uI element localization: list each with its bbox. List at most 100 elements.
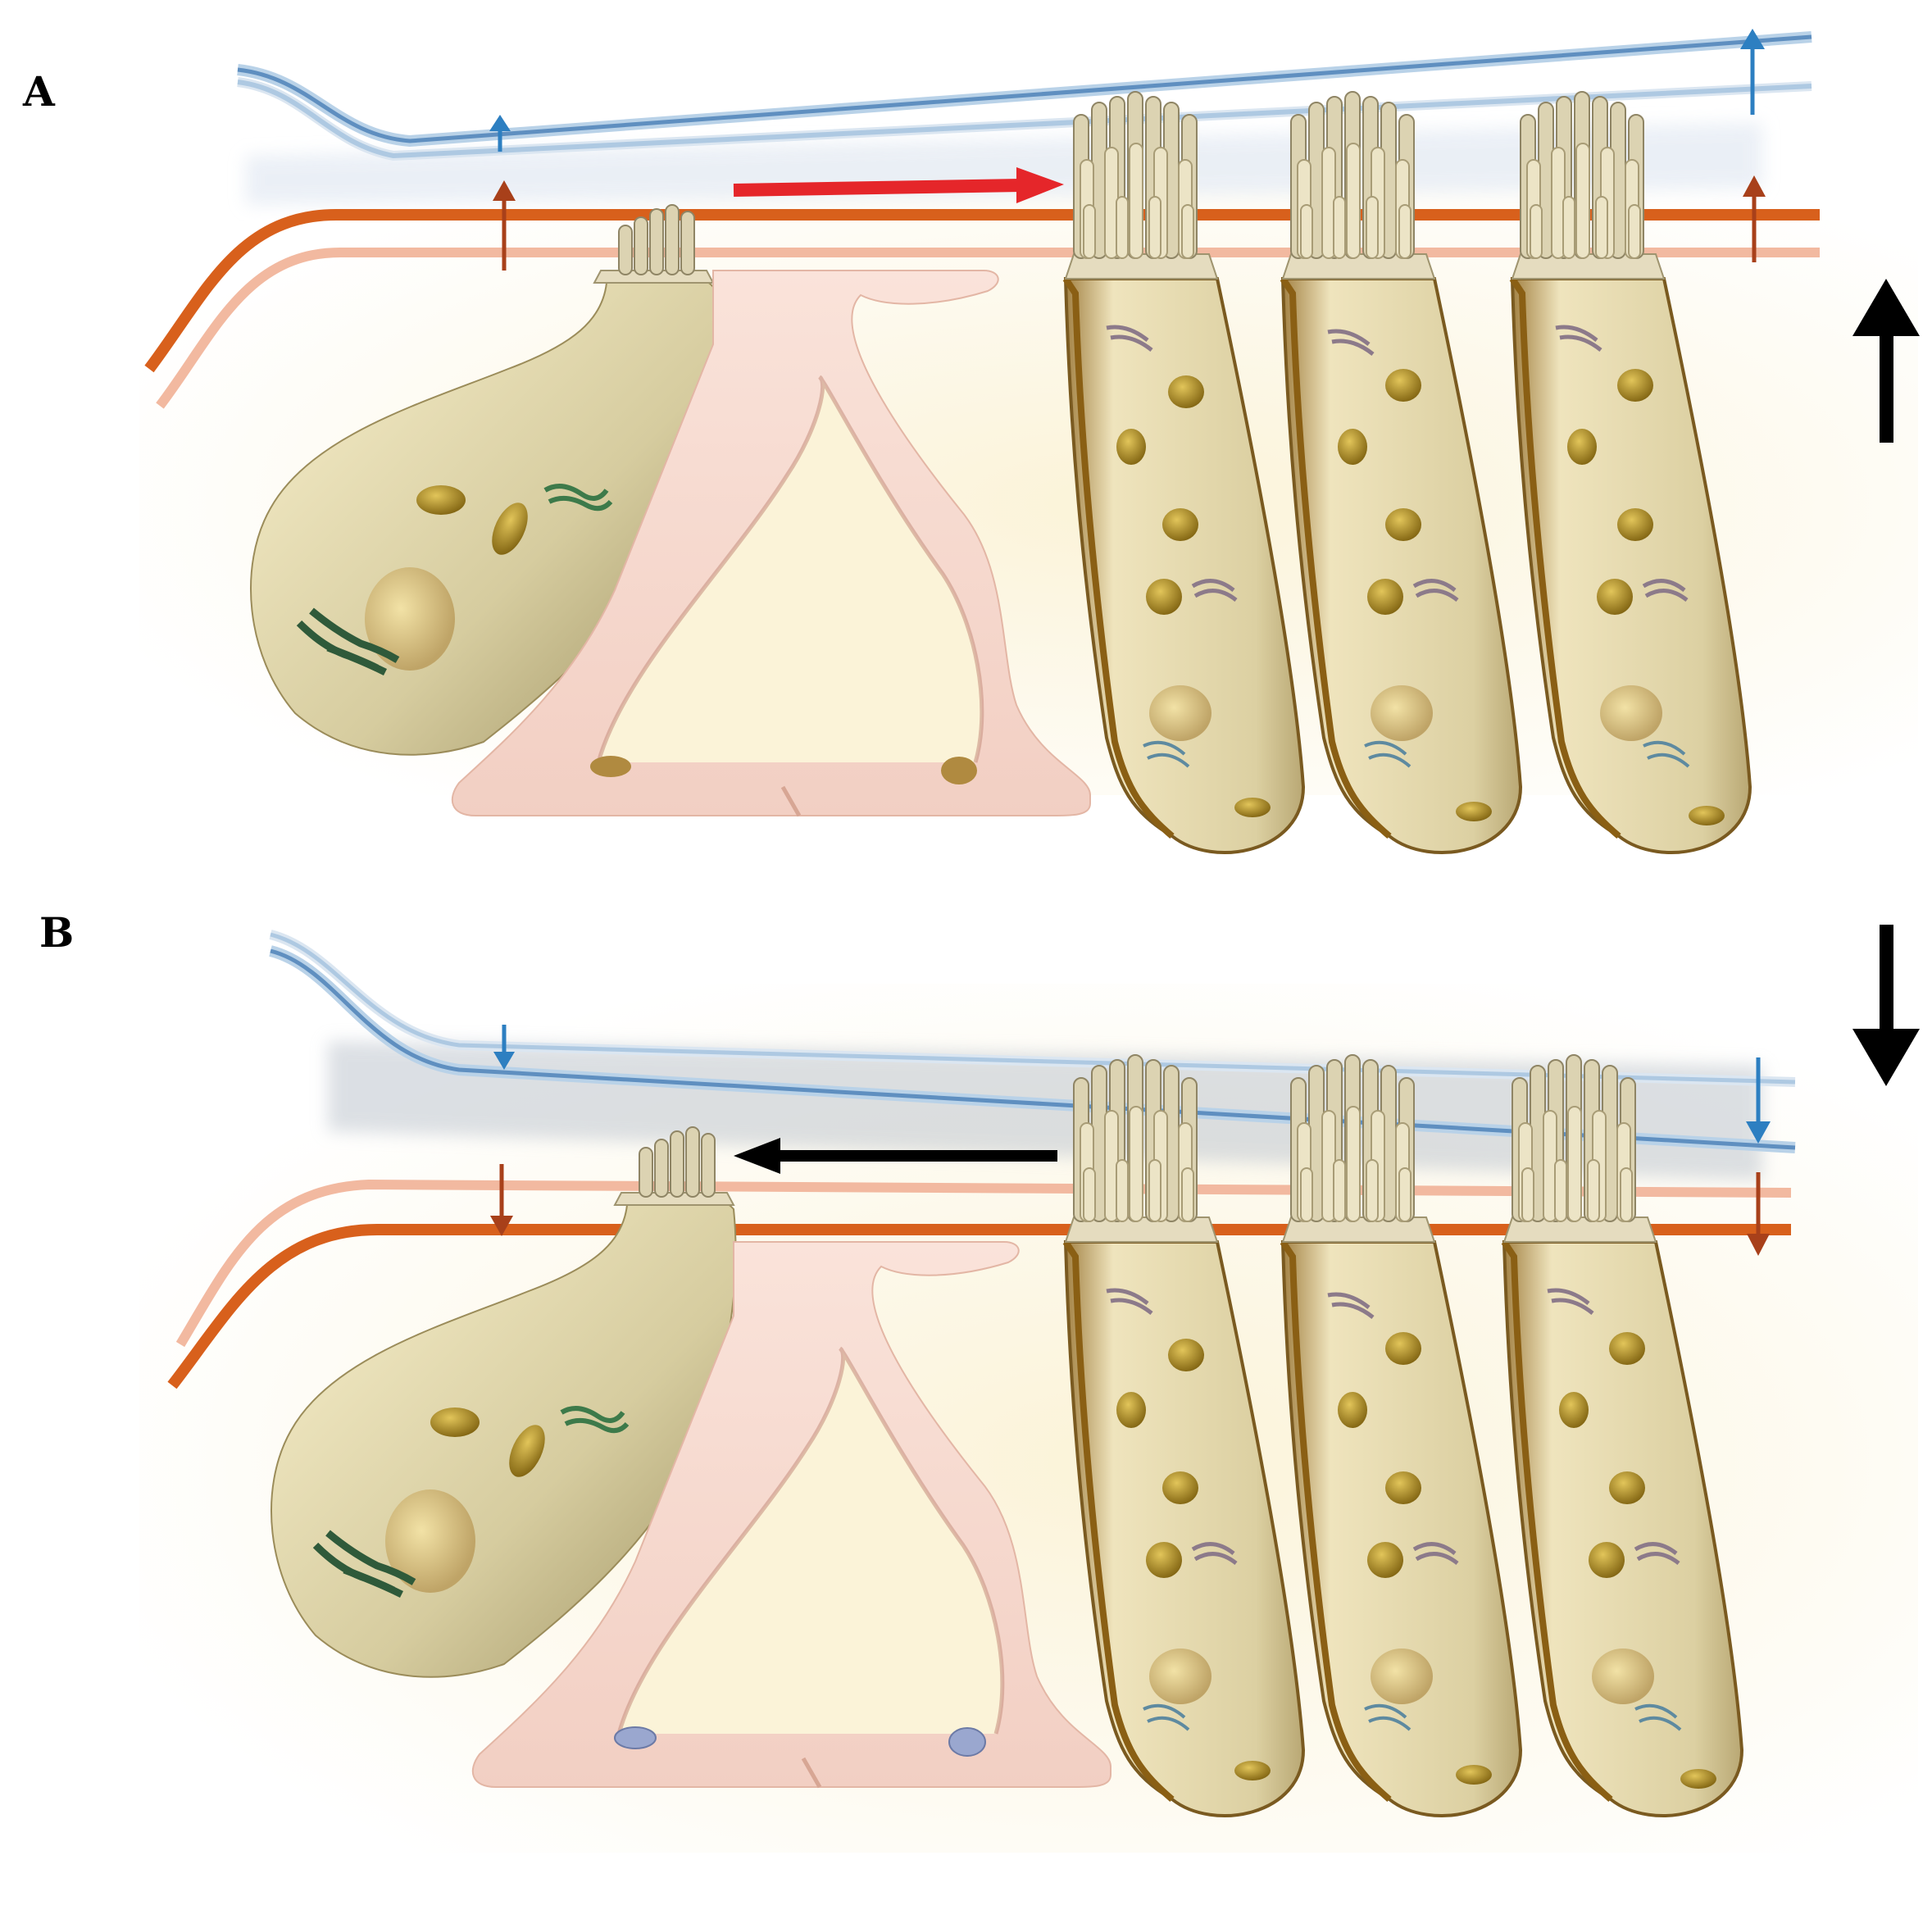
mitochondrion <box>416 485 466 515</box>
mitochondrion <box>1617 508 1653 541</box>
mitochondrion <box>1609 1471 1645 1504</box>
mitochondrion <box>1385 508 1421 541</box>
inner-hair-cell <box>270 1126 737 1678</box>
mitochondrion <box>1367 1542 1403 1578</box>
mitochondrion <box>1689 806 1725 825</box>
golgi-apparatus <box>1634 1703 1682 1731</box>
pillar-cells <box>451 270 1091 817</box>
golgi-apparatus <box>543 484 613 512</box>
basilar-membrane-resting <box>175 1179 1792 1348</box>
golgi-apparatus <box>1643 740 1690 768</box>
mitochondrion <box>1146 579 1182 615</box>
outer-hair-cell-3 <box>1509 91 1752 854</box>
ohc-nucleus <box>1600 685 1662 741</box>
mitochondrion <box>430 1407 480 1437</box>
motion-arrow-up <box>1852 279 1920 443</box>
golgi-apparatus <box>1364 740 1411 768</box>
mitochondrion <box>1385 1332 1421 1365</box>
mitochondrion <box>1146 1542 1182 1578</box>
stereocilia-bundle <box>1064 1054 1219 1243</box>
mitochondrion <box>1597 579 1633 615</box>
tectorial-arrow-left <box>489 115 511 152</box>
tectorial-membrane-resting-line <box>270 932 1796 1085</box>
mitochondrion <box>1116 1392 1146 1428</box>
tectorial-arrow-left <box>493 1025 515 1070</box>
basilar-arrow-right <box>1743 175 1766 262</box>
mitochondrion <box>1116 429 1146 465</box>
basilar-arrow-left <box>493 180 516 271</box>
basilar-membrane-resting <box>156 247 1820 409</box>
stereocilia-bundle <box>613 1126 735 1206</box>
pillar-nucleus <box>941 757 977 784</box>
stereocilia-bundle <box>1064 91 1219 280</box>
mitochondrion <box>1456 802 1492 821</box>
mitochondrion <box>492 503 528 555</box>
ohc-nucleus <box>1149 685 1211 741</box>
stereocilia-bundle <box>1281 91 1436 280</box>
ihc-nucleus <box>385 1489 475 1593</box>
outer-hair-cell-1 <box>1062 91 1306 854</box>
pillar-nucleus <box>614 1726 657 1749</box>
golgi-apparatus <box>1106 325 1238 602</box>
mitochondrion <box>1162 1471 1198 1504</box>
shear-arrow-right <box>733 167 1064 203</box>
pillar-cells <box>471 1241 1111 1789</box>
basilar-arrow-right <box>1747 1172 1770 1256</box>
panel-b <box>139 925 1920 1853</box>
outer-hair-cell-2 <box>1280 91 1523 854</box>
mitochondrion <box>1680 1769 1716 1789</box>
mitochondrion <box>509 1425 545 1477</box>
golgi-apparatus <box>1106 1288 1238 1565</box>
mitochondrion <box>1234 1761 1271 1780</box>
outer-hair-cell-1 <box>1062 1054 1306 1817</box>
mitochondrion <box>1567 429 1597 465</box>
mitochondrion <box>1338 1392 1367 1428</box>
stereocilia-bundle <box>1511 91 1666 280</box>
mitochondrion <box>1456 1765 1492 1785</box>
mitochondrion <box>1609 1332 1645 1365</box>
ohc-nucleus <box>1371 685 1433 741</box>
golgi-apparatus <box>1327 1292 1459 1565</box>
basilar-membrane-displaced <box>167 1224 1791 1389</box>
mitochondrion <box>1162 508 1198 541</box>
tectorial-arrow-right <box>1746 1057 1771 1144</box>
mitochondrion <box>1168 375 1204 408</box>
golgi-apparatus <box>296 607 400 676</box>
tectorial-arrow-right <box>1740 29 1765 115</box>
stereocilia-bundle <box>1281 1054 1436 1243</box>
mitochondrion <box>1168 1339 1204 1371</box>
golgi-apparatus <box>1143 1703 1190 1731</box>
shear-arrow-left <box>734 1138 1057 1174</box>
golgi-apparatus <box>1555 325 1689 602</box>
pillar-nucleus <box>948 1727 986 1757</box>
tectorial-membrane-resting-line <box>237 80 1812 159</box>
mitochondrion <box>1338 429 1367 465</box>
mitochondrion <box>1559 1392 1589 1428</box>
motion-arrow-down <box>1852 925 1920 1086</box>
panel-a <box>139 29 1920 854</box>
mitochondrion <box>1617 369 1653 402</box>
ihc-nucleus <box>365 567 455 671</box>
ohc-nucleus <box>1149 1649 1211 1704</box>
stereocilia-bundle <box>1502 1054 1657 1243</box>
tectorial-membrane-displaced-line <box>270 948 1796 1150</box>
outer-hair-cell-2 <box>1280 1054 1523 1817</box>
mitochondrion <box>1385 369 1421 402</box>
golgi-apparatus <box>312 1530 416 1598</box>
golgi-apparatus <box>1547 1288 1680 1565</box>
ohc-nucleus <box>1371 1649 1433 1704</box>
panel-label-a: A <box>23 67 55 116</box>
basilar-membrane-displaced <box>144 209 1820 373</box>
panel-label-b: B <box>39 908 75 957</box>
pillar-nucleus <box>590 756 631 777</box>
ohc-nucleus <box>1592 1649 1654 1704</box>
golgi-apparatus <box>1327 329 1459 602</box>
stereocilia-bundle <box>593 204 715 284</box>
mitochondrion <box>1589 1542 1625 1578</box>
mitochondrion <box>1385 1471 1421 1504</box>
golgi-apparatus <box>560 1406 630 1434</box>
basilar-arrow-left <box>490 1164 513 1236</box>
outer-hair-cell-3 <box>1501 1054 1744 1817</box>
golgi-apparatus <box>1364 1703 1411 1731</box>
